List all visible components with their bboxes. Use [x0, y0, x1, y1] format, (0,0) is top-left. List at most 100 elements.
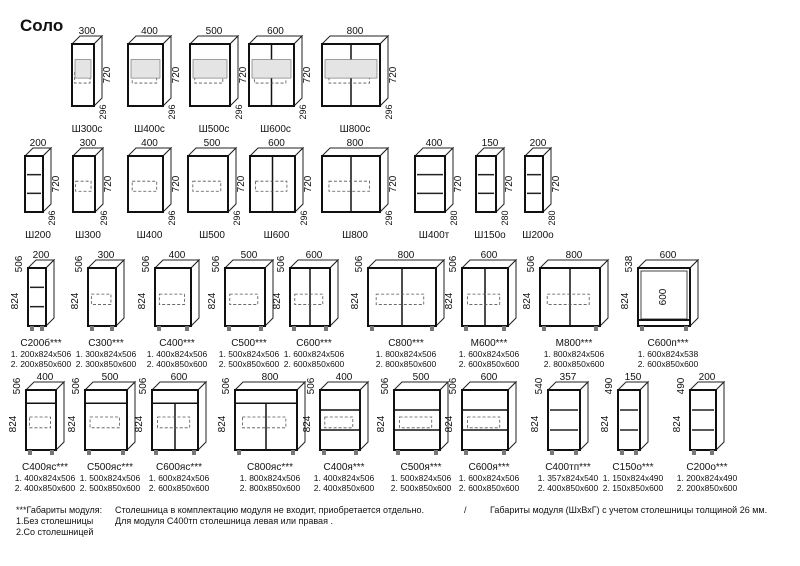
width-dimension: 600 — [268, 138, 285, 149]
module-label: С200б*** — [20, 337, 61, 349]
cabinet-front — [87, 267, 117, 327]
depth-dimension: 296 — [299, 210, 309, 225]
width-dimension: 357 — [560, 372, 577, 383]
cabinet-top — [636, 259, 700, 269]
cabinet-top — [538, 259, 610, 269]
height-dimension: 824 — [70, 292, 81, 309]
module-label: Ш200 — [25, 230, 51, 241]
cabinet-side — [294, 146, 304, 214]
depth-dimension: 490 — [676, 377, 687, 394]
cabinet-top — [320, 147, 390, 157]
module-label: М600*** — [471, 338, 508, 349]
module-label: С600я*** — [469, 462, 510, 473]
inner-shelf-hint — [192, 180, 222, 192]
depth-dimension: 506 — [380, 377, 391, 394]
cabinet-top — [247, 35, 304, 45]
cabinet-front — [637, 267, 691, 327]
cabinet-side — [435, 258, 445, 328]
width-dimension: 500 — [413, 372, 430, 383]
footnote-variant-2: 2.Со столешницей — [16, 527, 94, 537]
cabinet-front — [617, 389, 641, 451]
height-dimension: 824 — [350, 292, 361, 309]
module-label: Ш800 — [342, 230, 368, 241]
inner-shelf-hint — [131, 180, 158, 192]
width-dimension: 400 — [336, 372, 353, 383]
cabinet-leg — [40, 326, 44, 331]
inner-shelf-hint — [467, 293, 501, 305]
cabinet-leg — [292, 326, 296, 331]
depth-dimension: 296 — [298, 104, 308, 119]
height-dimension: 720 — [504, 175, 515, 192]
module-label: С600п*** — [648, 338, 689, 349]
depth-dimension: 296 — [384, 210, 394, 225]
variant-1-dimensions: 1. 500x824x506 — [391, 473, 452, 483]
module-label: С400тп*** — [545, 462, 591, 473]
variant-1-dimensions: 1. 150x824x490 — [603, 473, 664, 483]
width-dimension: 800 — [262, 372, 279, 383]
variant-1-dimensions: 1. 600x824x506 — [459, 349, 520, 359]
cabinet-leg — [110, 326, 114, 331]
height-dimension: 824 — [600, 415, 611, 432]
variant-2-dimensions: 2. 500x850x600 — [80, 483, 141, 493]
cabinet-leg — [574, 450, 578, 455]
depth-dimension: 296 — [384, 104, 394, 119]
height-dimension: 824 — [8, 415, 19, 432]
width-dimension: 300 — [98, 250, 115, 261]
width-dimension: 200 — [530, 138, 547, 149]
cabinet-leg — [154, 450, 158, 455]
module-label: Ш200о — [522, 230, 554, 241]
depth-dimension: 506 — [448, 377, 459, 394]
module-label: С800*** — [388, 338, 424, 349]
width-dimension: 400 — [37, 372, 54, 383]
cabinet-front — [24, 155, 44, 213]
cabinet-front — [689, 389, 717, 451]
module-label: М800*** — [556, 338, 593, 349]
cabinet-side — [689, 258, 699, 328]
cabinet-side — [507, 380, 517, 452]
depth-dimension: 506 — [211, 255, 222, 272]
cabinet-side — [93, 34, 103, 108]
variant-2-dimensions: 2. 600x850x600 — [149, 483, 210, 493]
cabinet-leg — [396, 450, 400, 455]
cabinet-front — [475, 155, 497, 213]
depth-dimension: 506 — [354, 255, 365, 272]
cabinet-leg — [634, 450, 638, 455]
height-dimension: 824 — [272, 292, 283, 309]
width-dimension: 300 — [79, 26, 96, 37]
module-label: С600*** — [296, 338, 332, 349]
variant-1-dimensions: 1. 300x824x506 — [76, 349, 137, 359]
height-dimension: 824 — [302, 415, 313, 432]
height-dimension: 720 — [103, 175, 114, 192]
height-dimension: 824 — [207, 292, 218, 309]
depth-dimension: 296 — [234, 104, 244, 119]
cabinet-front — [393, 389, 441, 451]
module-label: С500*** — [231, 338, 267, 349]
width-dimension: 600 — [306, 250, 323, 261]
cabinet-leg — [322, 450, 326, 455]
depth-dimension: 540 — [534, 377, 545, 394]
cabinet-side — [293, 34, 303, 108]
variant-1-dimensions: 1. 500x824x506 — [80, 473, 141, 483]
height-dimension: 720 — [453, 175, 464, 192]
height-dimension: 720 — [551, 175, 562, 192]
cabinet-side — [190, 258, 200, 328]
width-dimension: 150 — [625, 372, 642, 383]
cabinet-side — [579, 380, 589, 452]
cabinet-side — [444, 146, 454, 214]
glass-panel — [251, 59, 292, 79]
cabinet-leg — [291, 450, 295, 455]
width-dimension: 400 — [141, 26, 158, 37]
cabinet-side — [329, 258, 339, 328]
width-dimension: 600 — [660, 250, 677, 261]
depth-dimension: 506 — [14, 255, 25, 272]
footnote-dimensions-label: ***Габариты модуля: — [16, 505, 103, 515]
variant-2-dimensions: 2. 800x850x600 — [544, 359, 605, 369]
height-dimension: 720 — [388, 66, 399, 83]
cabinet-top — [366, 259, 446, 269]
